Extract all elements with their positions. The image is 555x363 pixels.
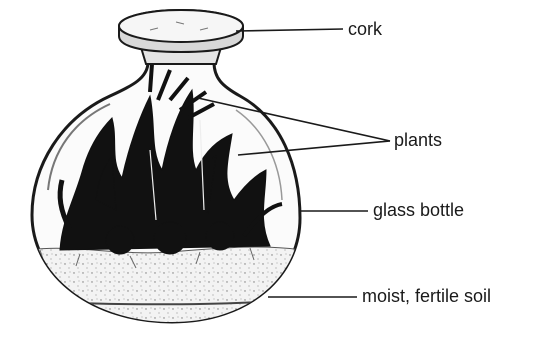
label-plants: plants (394, 131, 442, 149)
label-soil: moist, fertile soil (362, 287, 491, 305)
soil (30, 247, 302, 330)
cork (119, 10, 243, 64)
label-glass-bottle: glass bottle (373, 201, 464, 219)
label-cork: cork (348, 20, 382, 38)
cork-leader (236, 29, 343, 31)
